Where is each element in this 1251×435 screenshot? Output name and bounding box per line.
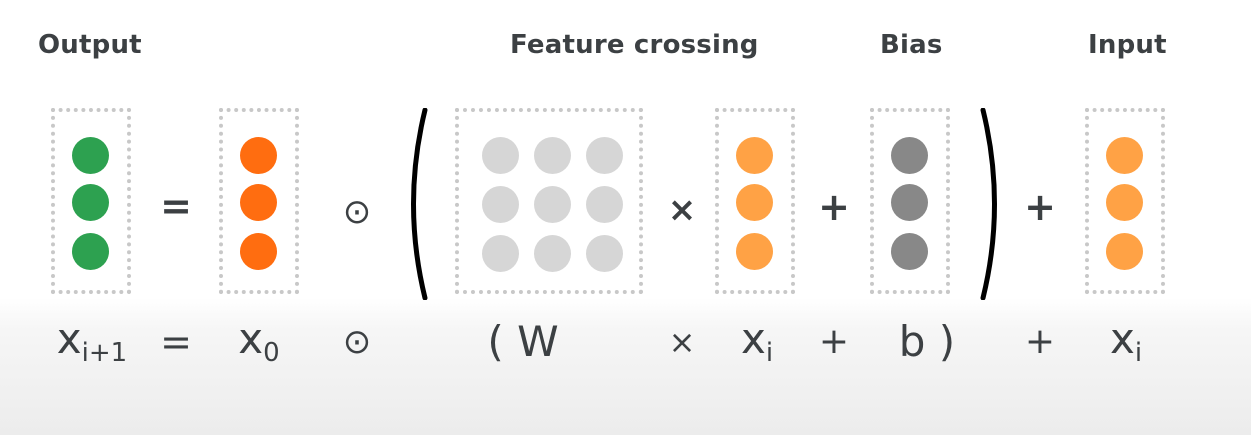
weight-node — [482, 186, 519, 223]
bias-node — [891, 137, 928, 174]
formula-subscript: i — [1134, 338, 1143, 368]
formula-x-i-plus-1: xi+1 — [57, 318, 128, 368]
output-node — [72, 137, 109, 174]
formula-plus: + — [818, 321, 850, 362]
formula-x0: x0 — [238, 318, 280, 368]
formula-plus: + — [1024, 321, 1056, 362]
weight-node — [586, 137, 623, 174]
header-feature-crossing: Feature crossing — [510, 30, 759, 60]
formula-x-base: x — [238, 314, 264, 363]
equals-sign: = — [160, 184, 192, 228]
header-input: Input — [1088, 30, 1167, 60]
header-bias: Bias — [880, 30, 943, 60]
weight-node — [534, 137, 571, 174]
formula-x-base: x — [1109, 314, 1135, 363]
input-vector-box — [1085, 108, 1165, 294]
weight-node — [482, 235, 519, 272]
plus-operator: + — [1024, 185, 1056, 229]
xi-node — [736, 184, 773, 221]
plus-operator: + — [818, 185, 850, 229]
hadamard-operator: ⊙ — [342, 192, 372, 232]
right-parenthesis-icon — [980, 108, 997, 300]
x0-node — [240, 233, 277, 270]
formula-open-paren-w: ( W — [487, 317, 559, 366]
formula-xi: xi — [741, 318, 774, 368]
formula-x-base: x — [56, 314, 82, 363]
xi-node — [736, 233, 773, 270]
input-node — [1106, 137, 1143, 174]
x0-node — [240, 184, 277, 221]
weight-node — [534, 186, 571, 223]
output-vector-box — [51, 108, 131, 294]
input-node — [1106, 184, 1143, 221]
weight-node — [534, 235, 571, 272]
formula-x-base: x — [740, 314, 766, 363]
x0-vector-box — [219, 108, 299, 294]
xi-vector-box — [715, 108, 795, 294]
left-parenthesis-icon — [411, 108, 428, 300]
input-node — [1106, 233, 1143, 270]
formula-subscript: i+1 — [81, 338, 128, 368]
weight-node — [482, 137, 519, 174]
formula-subscript: 0 — [263, 338, 280, 368]
formula-times: × — [668, 323, 696, 361]
header-output: Output — [38, 30, 142, 60]
bias-node — [891, 233, 928, 270]
x0-node — [240, 137, 277, 174]
times-operator: × — [667, 190, 697, 230]
formula-equals: = — [160, 320, 192, 364]
formula-subscript: i — [765, 338, 774, 368]
weight-matrix-box — [455, 108, 643, 294]
output-node — [72, 233, 109, 270]
formula-b-close-paren: b ) — [898, 317, 956, 366]
formula-hadamard: ⊙ — [342, 322, 372, 362]
formula-xi-input: xi — [1110, 318, 1143, 368]
xi-node — [736, 137, 773, 174]
bias-vector-box — [870, 108, 950, 294]
bias-node — [891, 184, 928, 221]
weight-node — [586, 235, 623, 272]
output-node — [72, 184, 109, 221]
weight-node — [586, 186, 623, 223]
